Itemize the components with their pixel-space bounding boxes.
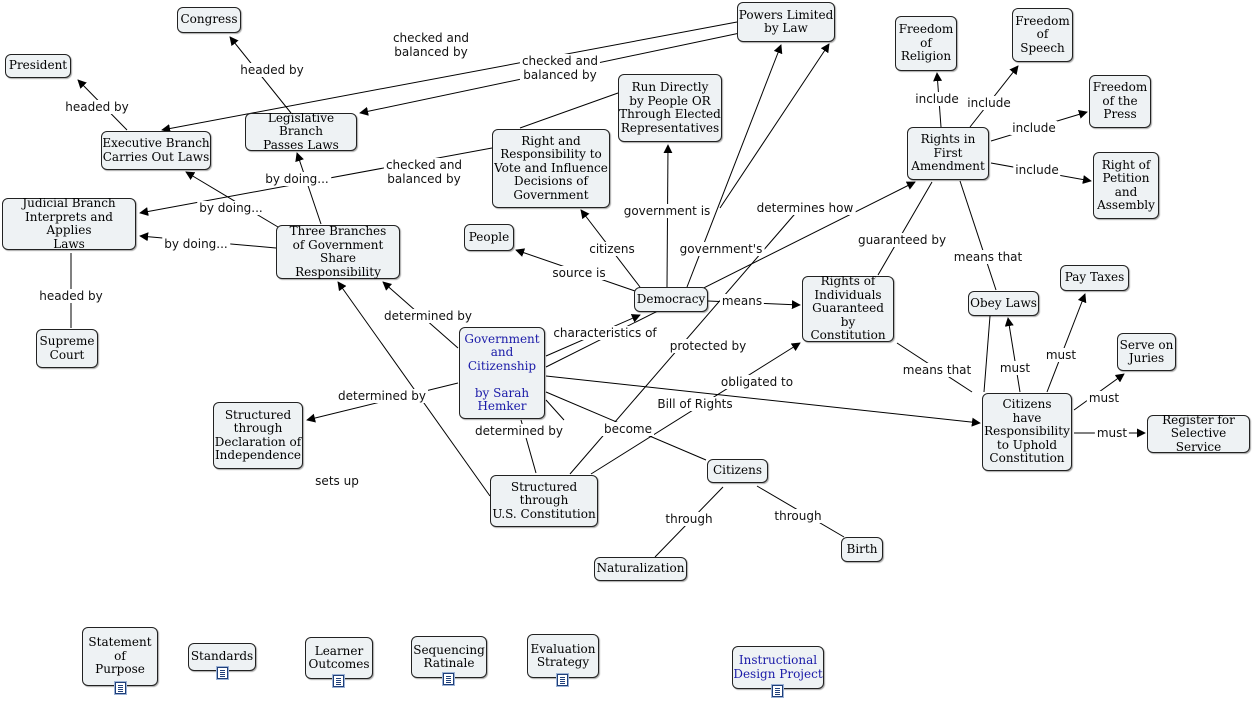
document-icon[interactable] (217, 667, 228, 679)
link-label-checked-balanced-jud: checked and balanced by (383, 158, 465, 186)
link-label-must-selective: must (1094, 426, 1130, 440)
connector-line (719, 43, 830, 209)
node-freedom-of-religion[interactable]: Freedom of Religion (895, 16, 957, 71)
connector-line (983, 315, 991, 393)
link-label-government-is: government is (621, 204, 713, 218)
link-label-bill-of-rights: Bill of Rights (655, 397, 735, 411)
connector-line (959, 180, 997, 291)
link-label-determined-by-three: determined by (382, 309, 474, 323)
link-label-sets-up: sets up (313, 474, 361, 488)
connector-line (545, 375, 981, 427)
link-label-include-speech: include (965, 96, 1013, 110)
link-label-protected-by: protected by (667, 339, 749, 353)
link-label-must-obey: must (997, 361, 1033, 375)
link-label-determined-by-decl: determined by (336, 389, 428, 403)
link-label-means-that-obey: means that (951, 250, 1025, 264)
link-label-include-religion: include (913, 92, 961, 106)
node-selective-service[interactable]: Register for Selective Service (1147, 413, 1250, 453)
node-legislative-branch[interactable]: Legislative Branch Passes Laws (245, 111, 357, 151)
node-people[interactable]: People (464, 224, 514, 251)
node-judicial-branch[interactable]: Judicial Branch Interprets and Applies L… (2, 196, 136, 250)
node-sequencing-ratinale[interactable]: Sequencing Ratinale (411, 636, 487, 678)
node-serve-on-juries[interactable]: Serve on Juries (1117, 333, 1176, 371)
node-powers-limited-by-law[interactable]: Powers Limited by Law (737, 2, 835, 42)
document-icon[interactable] (772, 685, 783, 697)
link-label-include-petition: include (1013, 163, 1061, 177)
link-label-must-juries: must (1086, 391, 1122, 405)
link-label-headed-by-congress: headed by (238, 63, 306, 77)
node-rights-first-amendment[interactable]: Rights in First Amendment (907, 127, 989, 180)
connector-line (161, 21, 738, 133)
link-label-by-doing-jud: by doing... (162, 237, 230, 251)
link-label-headed-by-president: headed by (63, 100, 131, 114)
node-obey-laws[interactable]: Obey Laws (968, 291, 1039, 316)
link-label-obligated-to: obligated to (718, 375, 796, 389)
document-icon[interactable] (115, 682, 126, 694)
link-label-must-taxes: must (1043, 348, 1079, 362)
document-icon[interactable] (557, 674, 568, 686)
link-label-means: means (719, 294, 765, 308)
link-label-source-is: source is (550, 266, 608, 280)
node-president[interactable]: President (5, 54, 71, 78)
connector-line (545, 399, 565, 421)
node-citizens-responsibility[interactable]: Citizens have Responsibility to Uphold C… (982, 393, 1072, 471)
link-label-checked-balanced-leg: checked and balanced by (519, 54, 601, 82)
node-citizens[interactable]: Citizens (707, 459, 768, 483)
link-label-determined-by-const: determined by (473, 424, 565, 438)
node-freedom-of-press[interactable]: Freedom of the Press (1089, 75, 1151, 128)
node-freedom-of-speech[interactable]: Freedom of Speech (1012, 8, 1073, 62)
node-us-constitution[interactable]: Structured through U.S. Constitution (490, 475, 598, 527)
node-learner-outcomes[interactable]: Learner Outcomes (305, 637, 373, 679)
link-label-determines-how: determines how (754, 201, 856, 215)
node-government-and-citizenship[interactable]: Government and Citizenship by Sarah Hemk… (459, 327, 545, 419)
node-right-to-vote[interactable]: Right and Responsibility to Vote and Inf… (492, 129, 610, 208)
node-naturalization[interactable]: Naturalization (594, 557, 687, 581)
connector-line (1004, 317, 1021, 393)
node-birth[interactable]: Birth (841, 537, 883, 562)
node-pay-taxes[interactable]: Pay Taxes (1060, 265, 1129, 291)
connector-line (519, 92, 619, 129)
node-declaration-of-independence[interactable]: Structured through Declaration of Indepe… (213, 402, 303, 469)
link-label-checked-balanced-exec: checked and balanced by (390, 31, 472, 59)
connector-line (1046, 293, 1087, 393)
link-label-means-that-citizens: means that (900, 363, 974, 377)
document-icon[interactable] (333, 675, 344, 687)
node-evaluation-strategy[interactable]: Evaluation Strategy (527, 634, 599, 678)
node-instructional-design-project[interactable]: Instructional Design Project (732, 646, 824, 689)
node-right-of-petition[interactable]: Right of Petition and Assembly (1093, 152, 1159, 219)
connector-line (877, 181, 933, 276)
node-rights-of-individuals[interactable]: Rights of Individuals Guaranteed by Cons… (802, 275, 894, 342)
node-supreme-court[interactable]: Supreme Court (36, 329, 98, 368)
node-statement-of-purpose[interactable]: Statement of Purpose (82, 627, 158, 686)
link-label-become: become (601, 422, 655, 436)
node-democracy[interactable]: Democracy (634, 287, 708, 312)
link-label-characteristics-of: characteristics of (551, 326, 659, 340)
node-three-branches[interactable]: Three Branches of Government Share Respo… (276, 224, 400, 279)
link-label-headed-by-supreme: headed by (37, 289, 105, 303)
document-icon[interactable] (443, 673, 454, 685)
link-label-guaranteed-by: guaranteed by (855, 233, 949, 247)
link-label-through-naturalization: through (663, 512, 715, 526)
connector-line (185, 171, 279, 228)
link-label-include-press: include (1010, 121, 1058, 135)
link-label-by-doing-exec: by doing... (197, 201, 265, 215)
node-congress[interactable]: Congress (177, 7, 241, 33)
node-run-directly[interactable]: Run Directly by People OR Through Electe… (618, 74, 722, 142)
link-label-by-doing-leg: by doing... (263, 172, 331, 186)
connector-line (295, 152, 322, 225)
node-executive-branch[interactable]: Executive Branch Carries Out Laws (101, 131, 211, 170)
link-label-through-birth: through (772, 509, 824, 523)
link-label-governments: government's (677, 242, 765, 256)
link-label-citizens: citizens (587, 242, 637, 256)
